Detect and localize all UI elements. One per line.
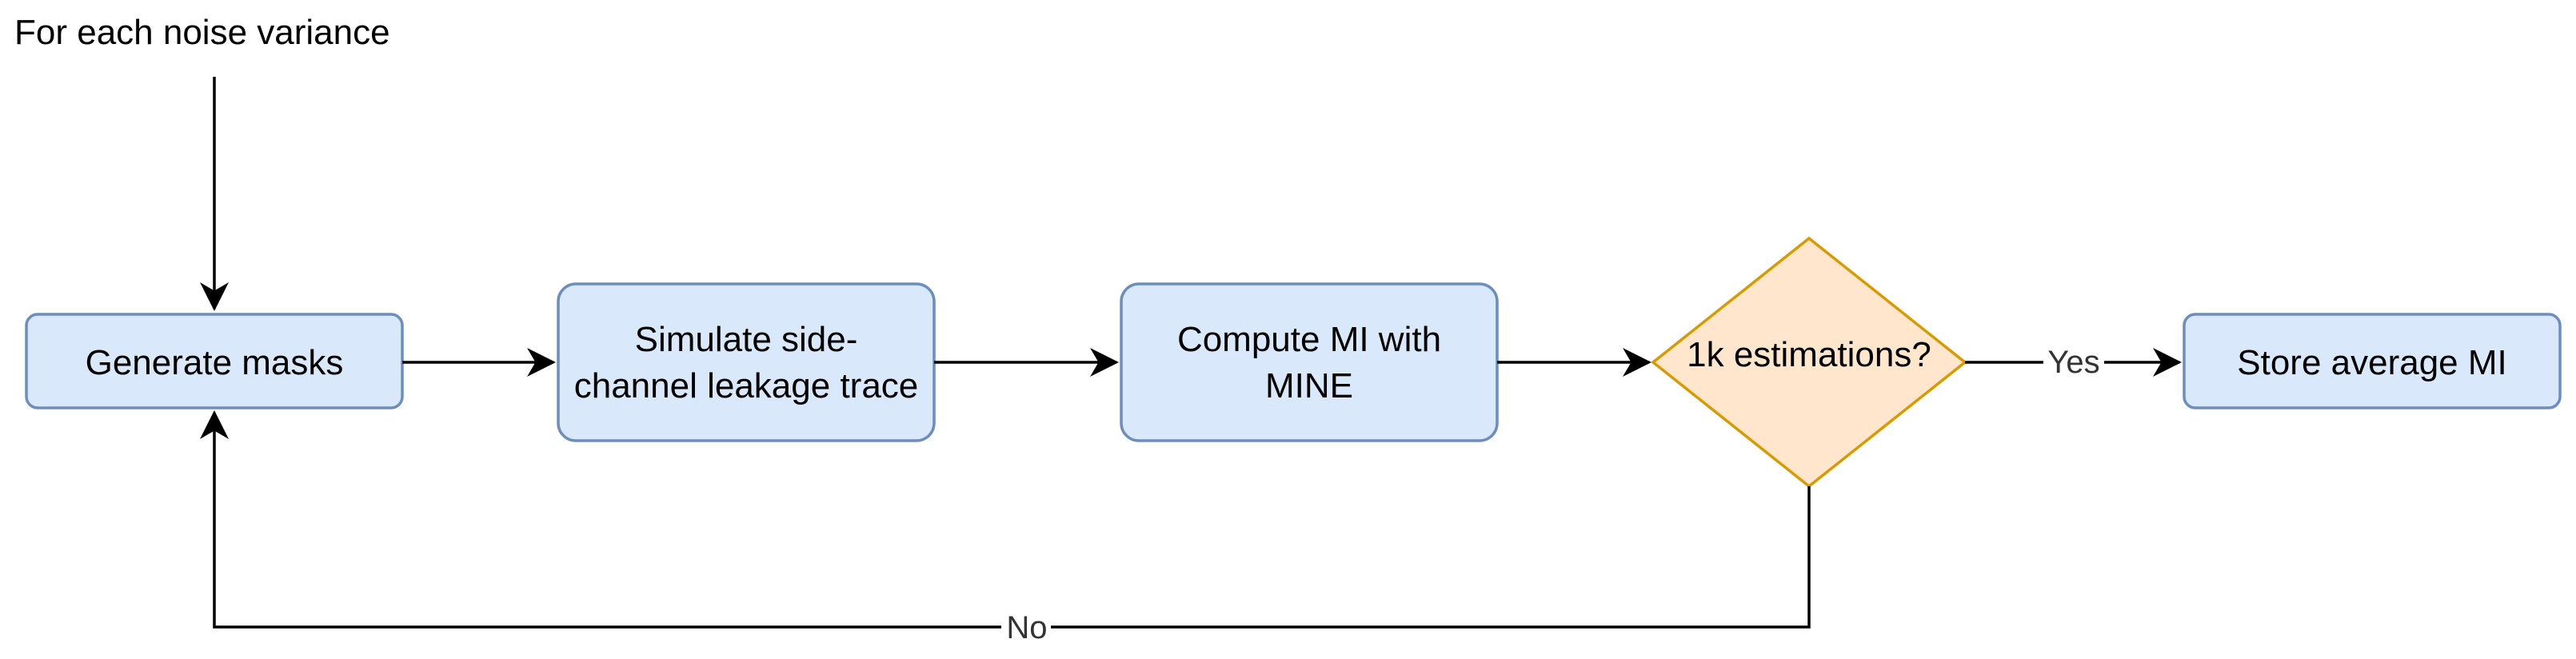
node-compute-mi-line2: MINE: [1265, 366, 1353, 405]
edge-no-label: No: [1006, 610, 1047, 645]
node-compute-mi-box: [1120, 282, 1499, 442]
node-generate-masks-label: Generate masks: [86, 343, 344, 382]
node-decision[interactable]: 1k estimations?: [1651, 236, 1967, 489]
edge-yes-label: Yes: [2047, 345, 2099, 380]
node-compute-mi[interactable]: Compute MI with MINE: [1120, 282, 1499, 442]
edge-no-label-bg: [1001, 608, 1051, 646]
node-simulate-leakage-line2: channel leakage trace: [574, 366, 919, 405]
node-decision-label: 1k estimations?: [1687, 335, 1931, 374]
node-generate-masks[interactable]: Generate masks: [25, 313, 404, 409]
start-label: For each noise variance: [14, 13, 390, 52]
node-store-average-box: [2183, 313, 2562, 409]
node-store-average[interactable]: Store average MI: [2183, 313, 2562, 409]
node-simulate-leakage-line1: Simulate side-: [635, 320, 858, 359]
edge-decision-loop-back: [200, 410, 1811, 629]
node-compute-mi-line1: Compute MI with: [1177, 320, 1441, 359]
node-simulate-leakage-box: [557, 282, 936, 442]
node-simulate-leakage[interactable]: Simulate side- channel leakage trace: [557, 282, 936, 442]
node-store-average-label: Store average MI: [2237, 343, 2507, 382]
edge-yes-label-bg: [2043, 342, 2104, 381]
